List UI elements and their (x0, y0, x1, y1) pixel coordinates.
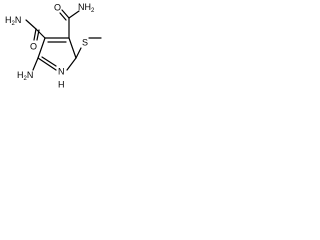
label-ring-h: H (58, 79, 65, 89)
label-ring-n: N (58, 66, 65, 76)
bond-c5-s (75, 47, 82, 59)
bond-c3-carbonyl-left (35, 28, 46, 39)
label-o-top: O (54, 2, 61, 12)
chemical-structure-diagram: NH2 O H2N O S N H H2N (5, 2, 102, 89)
bond-c2-nh2 (32, 57, 39, 71)
bond-carbonyl-left-o-double (36, 29, 40, 41)
ring-bond-c5-n1 (66, 57, 77, 71)
bond-carbonyl-left-o (33, 28, 37, 41)
ring-bond-c3-c2 (37, 37, 46, 59)
label-nh2-top: NH2 (78, 2, 95, 13)
bond-carbonyl-left-n (25, 19, 37, 30)
ring-bond-c4-c5 (68, 37, 77, 59)
ring-bond-c2-n1-double (41, 56, 57, 67)
ring-bond-c2-n1 (37, 57, 57, 71)
bond-carbonyl-top-n (68, 10, 80, 19)
bond-carbonyl-top-o (61, 9, 70, 19)
bond-carbonyl-top-o-double (59, 12, 67, 21)
label-s: S (82, 37, 88, 47)
label-o-left: O (30, 41, 37, 51)
label-h2n-left: H2N (5, 15, 21, 26)
label-h2n-bottom: H2N (17, 70, 33, 81)
